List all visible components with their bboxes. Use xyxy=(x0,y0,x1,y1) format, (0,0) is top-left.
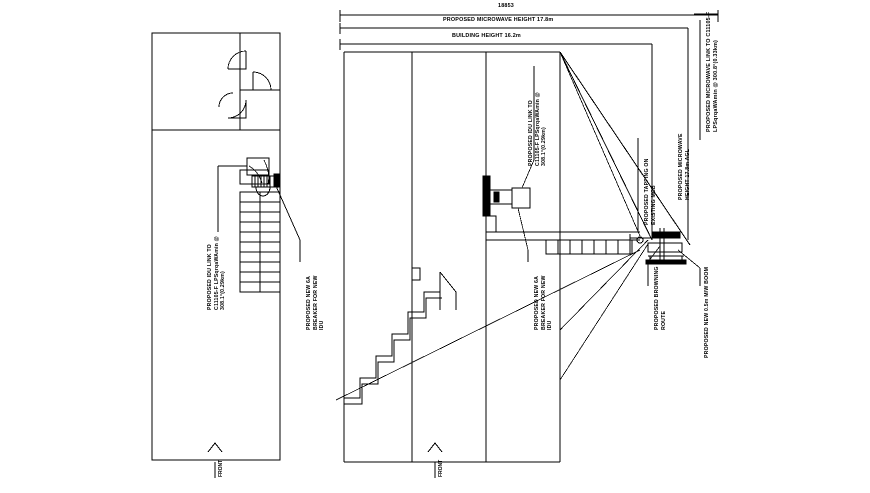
tapping-existing-mcb-label: PROPOSED TAPPING ON EXISTING MCB xyxy=(644,158,657,225)
elevation-front-arrow xyxy=(427,442,443,478)
idu-link-upper-label: PROPOSED IDU LINK TO C11105-F LPSqrqaWAm… xyxy=(528,92,547,166)
microwave-height-agl-label: PROPOSED MICROWAVE HEIGHT 17.8m AGL xyxy=(678,133,691,200)
plan-interior-lines xyxy=(152,33,280,131)
elevation-front-marker-label: FRONT xyxy=(438,459,444,477)
grounding-route-label: PROPOSED BROWNING ROUTE xyxy=(654,266,667,330)
plan-antenna-detail xyxy=(217,157,281,232)
roof-railing xyxy=(545,239,633,255)
new-breaker-mid-label: PROPOSED NEW 6A BREAKER FOR NEW IDU xyxy=(534,275,553,330)
right-dim-leaders xyxy=(694,13,718,140)
plan-front-arrow xyxy=(207,442,223,478)
building-height-dimension-label: BUILDING HEIGHT 16.2m xyxy=(452,33,521,39)
plan-front-marker-label: FRONT xyxy=(218,459,224,477)
new-breaker-plan-label: PROPOSED NEW 6A BREAKER FOR NEW IDU xyxy=(306,275,325,330)
plan-breaker-leader xyxy=(275,185,301,262)
overall-dimension xyxy=(339,10,719,22)
idu-link-plan-label: PROPOSED IDU LINK TO C11105-F LPSqrqaWAm… xyxy=(207,236,226,310)
plan-stair-block xyxy=(239,191,281,293)
stair-zigzag xyxy=(344,228,487,462)
building-elevation xyxy=(343,51,691,463)
idu-equipment-box xyxy=(482,175,531,233)
overall-width-dimension-label: 18853 xyxy=(498,3,514,9)
new-mw-boom-label: PROPOSED NEW 0.5m M/W BOOM xyxy=(704,266,710,358)
taper-guides xyxy=(335,51,649,401)
microwave-link-right-label: PROPOSED MICROWAVE LINK TO C11105-F LPSq… xyxy=(706,11,719,132)
building-height-dimension xyxy=(339,39,653,240)
door-swing-arcs xyxy=(218,50,272,119)
microwave-mast xyxy=(629,228,687,265)
roof-slab xyxy=(486,231,640,241)
microwave-height-dimension xyxy=(339,23,689,240)
microwave-height-dimension-label: PROPOSED MICROWAVE HEIGHT 17.8m xyxy=(443,17,554,23)
